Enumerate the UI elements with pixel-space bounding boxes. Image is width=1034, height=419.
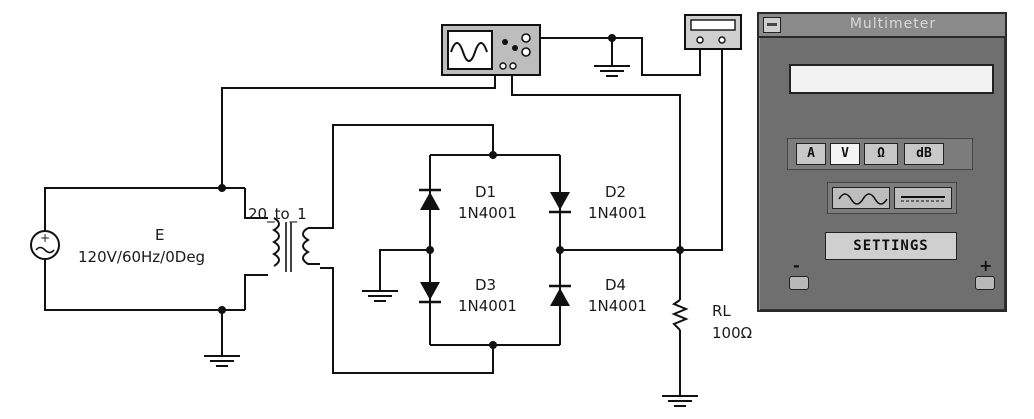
mode-button-volts[interactable]: V [830, 143, 860, 165]
sine-wave-icon [838, 193, 888, 205]
diode-d1-name: D1 [475, 183, 496, 201]
ac-source-icon[interactable]: + [30, 230, 60, 260]
diode-d2-model: 1N4001 [588, 204, 647, 222]
transformer-label: 20_to_1 [248, 205, 307, 224]
load-value: 100Ω [712, 324, 752, 342]
mode-selector: A V Ω dB [787, 138, 973, 170]
multimeter-display [789, 64, 994, 94]
diode-icon-d2[interactable] [549, 188, 571, 218]
ac-mode-button[interactable] [832, 187, 890, 209]
source-value: 120V/60Hz/0Deg [78, 248, 205, 266]
multimeter-title: Multimeter [849, 16, 937, 32]
svg-text:+: + [40, 231, 50, 245]
load-label: RL [712, 302, 731, 320]
diode-d4-model: 1N4001 [588, 297, 647, 315]
mode-button-db[interactable]: dB [904, 143, 944, 165]
resistor-icon[interactable] [671, 299, 689, 331]
diode-d4-name: D4 [605, 276, 626, 294]
plus-label: + [979, 256, 993, 275]
ground-icon-load [662, 395, 698, 407]
mode-button-amps[interactable]: A [796, 143, 826, 165]
wires [44, 37, 723, 395]
junctions [218, 34, 684, 349]
oscilloscope-icon[interactable] [441, 24, 541, 76]
source-label: E [155, 226, 164, 244]
diode-d3-model: 1N4001 [458, 297, 517, 315]
signal-type-selector [827, 182, 957, 214]
transformer-icon[interactable] [272, 217, 320, 272]
multimeter-window[interactable]: Multimeter A V Ω dB SETTINGS - + [757, 12, 1007, 312]
ground-icon-transformer [204, 355, 240, 367]
dc-line-icon [901, 196, 945, 202]
settings-button[interactable]: SETTINGS [825, 232, 957, 260]
diode-d2-name: D2 [605, 183, 626, 201]
diode-d1-model: 1N4001 [458, 204, 517, 222]
diode-icon-d1[interactable] [419, 185, 441, 215]
ground-icon-scope [594, 65, 630, 77]
diode-icon-d4[interactable] [549, 282, 571, 312]
multimeter-title-bar[interactable]: Multimeter [759, 14, 1005, 38]
system-menu-icon[interactable] [763, 17, 781, 33]
dc-mode-button[interactable] [894, 187, 952, 209]
positive-terminal[interactable] [975, 276, 995, 290]
multimeter-icon[interactable] [684, 14, 742, 50]
negative-terminal[interactable] [789, 276, 809, 290]
diode-d3-name: D3 [475, 276, 496, 294]
ground-icon-bridge [362, 290, 398, 302]
diode-icon-d3[interactable] [419, 278, 441, 308]
minus-label: - [793, 256, 800, 275]
mode-button-ohms[interactable]: Ω [864, 143, 898, 165]
